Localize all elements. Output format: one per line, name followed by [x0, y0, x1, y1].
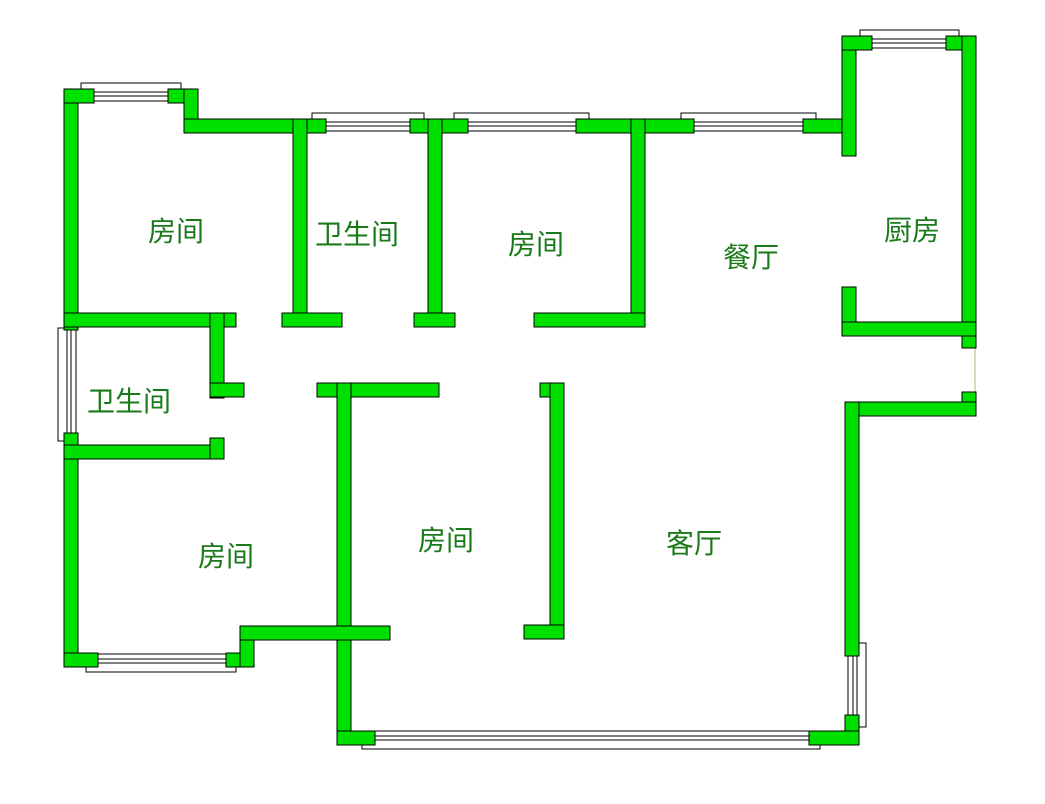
window-top-bathroom	[311, 112, 425, 132]
label-bedroom-center: 房间	[418, 524, 474, 557]
window-bottom-left-bedroom	[85, 653, 237, 673]
window-dining	[680, 112, 817, 132]
label-bedroom-top-middle: 房间	[508, 228, 564, 261]
label-kitchen: 厨房	[884, 214, 940, 247]
windows	[57, 29, 976, 750]
room-labels: 房间 卫生间 房间 餐厅 厨房 卫生间 房间 房间 客厅	[87, 214, 940, 573]
window-kitchen	[859, 29, 960, 49]
window-top-middle-bedroom	[453, 112, 590, 132]
walls	[63, 35, 977, 746]
label-living: 客厅	[666, 527, 722, 560]
label-bedroom-top-left: 房间	[148, 215, 204, 248]
label-dining: 餐厅	[723, 241, 779, 274]
label-bathroom-top: 卫生间	[315, 218, 399, 251]
label-bedroom-bottom-left: 房间	[198, 540, 254, 573]
window-top-left-bedroom	[80, 82, 182, 102]
window-living-bottom	[361, 730, 821, 750]
window-left-bathroom	[57, 327, 77, 442]
label-bathroom-left: 卫生间	[87, 385, 171, 418]
